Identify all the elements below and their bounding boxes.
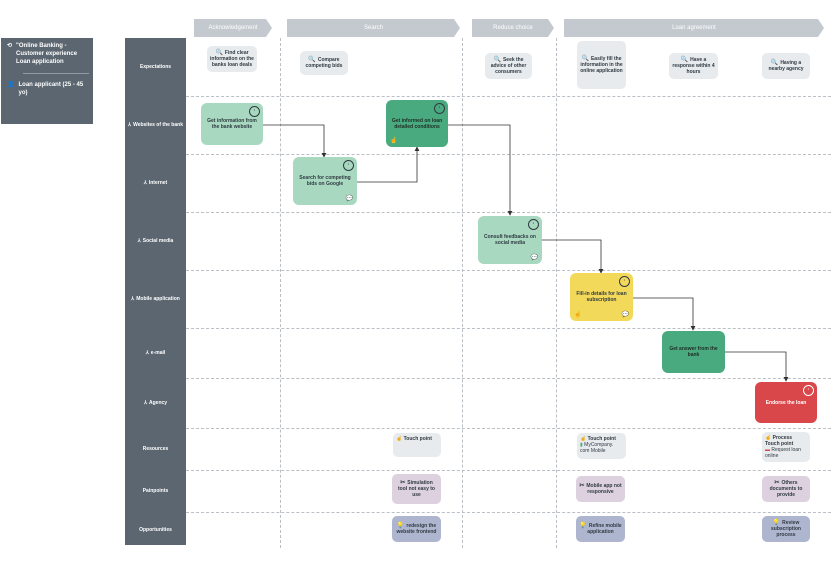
painpoint-card[interactable]: ✂Others documents to provide	[762, 476, 810, 502]
grid-line	[186, 270, 831, 271]
channel-icon: ⅄	[143, 180, 147, 186]
resource-touch-point-mobile[interactable]: ☝ Touch point ▮ MyCompany. com Mobile	[577, 433, 626, 459]
search-icon: 🔍	[493, 57, 501, 63]
touch-hand-icon: ☝	[574, 312, 582, 318]
lane-agency: ⅄Agency	[143, 400, 168, 406]
lane-opportunities: Opportunities	[139, 527, 172, 533]
connector-arrow	[542, 239, 604, 274]
grid-line	[556, 38, 557, 548]
smiley-neutral-icon: ·	[434, 103, 445, 114]
stage-reduce-choice[interactable]: Reduce choice	[472, 19, 554, 37]
connector-arrow	[448, 124, 513, 216]
grid-line	[280, 38, 281, 548]
lightbulb-icon: 💡	[396, 523, 405, 529]
grid-line	[186, 328, 831, 329]
smiley-neutral-icon: ·	[619, 276, 630, 287]
expectation-card[interactable]: 🔍Find clear information on the banks loa…	[207, 46, 257, 72]
channel-icon: ⅄	[143, 400, 147, 406]
chat-bubble-icon: 💬	[345, 196, 353, 202]
grid-line	[462, 38, 463, 548]
card-icon: ▬	[765, 447, 770, 453]
step-endorse-loan[interactable]: Endorse the loan ·	[755, 382, 817, 423]
expectation-card[interactable]: 🔍Having a nearby agency	[762, 53, 810, 79]
search-icon: 🔍	[215, 50, 223, 56]
smiley-neutral-icon: ·	[249, 106, 260, 117]
step-social-feedbacks[interactable]: Consult feedbacks on social media · 💬	[478, 216, 542, 264]
painpoint-card[interactable]: ✂Mobile app not responsive	[576, 476, 625, 502]
lane-mobile: ⅄Mobile application	[131, 296, 180, 302]
lane-email: ⅄e-mail	[145, 350, 166, 356]
step-get-answer[interactable]: Get answer from the bank	[662, 331, 725, 373]
expectation-card[interactable]: 🔍Compare competing bids	[300, 51, 348, 75]
lightbulb-icon: 💡	[772, 520, 781, 526]
lightbulb-icon: 💡	[579, 523, 587, 529]
search-icon: 🔍	[308, 57, 316, 63]
channel-icon: ⅄	[131, 296, 135, 302]
step-loan-conditions[interactable]: Get informed on loan detailed conditions…	[386, 100, 448, 147]
opportunity-card[interactable]: 💡Refine mobile application	[576, 516, 625, 542]
chart-bars-icon: ▮	[580, 442, 583, 448]
search-icon: 🔍	[680, 57, 689, 63]
step-fill-in-details[interactable]: Fill-in details for loan subscription · …	[570, 273, 633, 321]
opportunity-card[interactable]: 💡Review subscription process	[762, 516, 810, 542]
stage-loan-agreement[interactable]: Loan agreement	[564, 19, 824, 37]
tools-icon: ✂	[774, 480, 780, 486]
channel-icon: ⅄	[145, 350, 149, 356]
lane-expectations: Expectations	[139, 64, 172, 70]
tools-icon: ✂	[579, 483, 585, 489]
lane-column	[125, 38, 186, 545]
grid-line	[186, 154, 831, 155]
lane-resources: Resources	[142, 446, 169, 452]
grid-line	[186, 428, 831, 429]
channel-icon: ⅄	[137, 238, 141, 244]
journey-title: "Online Banking - Customer experience Lo…	[16, 43, 78, 65]
grid-line	[186, 470, 831, 471]
expectation-card[interactable]: 🔍Have a response within 4 hours	[669, 53, 718, 79]
grid-line	[186, 378, 831, 379]
step-get-information[interactable]: Get information from the bank website ·	[201, 103, 263, 145]
chat-bubble-icon: 💬	[621, 312, 629, 318]
expectation-card[interactable]: 🔍Seek the advice of other consumers	[485, 53, 532, 79]
search-icon: 🔍	[770, 60, 779, 66]
user-icon: 👤	[7, 82, 15, 88]
chat-bubble-icon: 💬	[530, 255, 538, 261]
expectation-card[interactable]: 🔍Easily fill the information in the onli…	[577, 41, 626, 89]
smiley-neutral-icon: ·	[343, 160, 354, 171]
connector-arrow	[263, 124, 327, 158]
lane-painpoints: Painpoints	[142, 488, 169, 494]
grid-line	[186, 512, 831, 513]
painpoint-card[interactable]: ✂Simulation tool not easy to use	[392, 474, 441, 504]
stage-acknowledgement[interactable]: Acknowledgement	[194, 19, 272, 37]
lane-website: ⅄Websites of the bank	[128, 122, 183, 128]
touch-hand-icon: ☝	[390, 138, 398, 144]
touch-hand-icon: ☝	[580, 436, 587, 442]
stage-search[interactable]: Search	[287, 19, 460, 37]
connector-arrow	[725, 351, 789, 382]
lane-social-media: ⅄Social media	[137, 238, 174, 244]
touch-hand-icon: ☝	[396, 436, 403, 442]
search-icon: 🔍	[581, 56, 589, 62]
connector-arrow	[633, 297, 696, 331]
grid-line	[186, 96, 831, 97]
smiley-neutral-icon: ·	[803, 385, 814, 396]
smiley-neutral-icon: ·	[528, 219, 539, 230]
persona-label: Loan applicant (25 - 45 yo)	[18, 82, 84, 96]
journey-icon: ⟲	[7, 43, 13, 49]
lane-internet: ⅄Internet	[143, 180, 168, 186]
tools-icon: ✂	[400, 480, 406, 486]
connector-arrow	[357, 146, 420, 183]
step-search-competing-bids[interactable]: Search for competing bids on Google · 💬	[293, 157, 357, 205]
opportunity-card[interactable]: 💡redesign the website frontend	[392, 516, 441, 542]
resource-touch-point[interactable]: ☝ Touch point	[393, 433, 441, 457]
channel-icon: ⅄	[128, 122, 132, 128]
persona-panel: ⟲ "Online Banking - Customer experience …	[1, 38, 93, 124]
persona-divider	[23, 73, 89, 74]
resource-process-touch-point[interactable]: ☝ Process Touch point ▬ Request loan onl…	[762, 432, 810, 462]
touch-hand-icon: ☝	[765, 435, 772, 441]
